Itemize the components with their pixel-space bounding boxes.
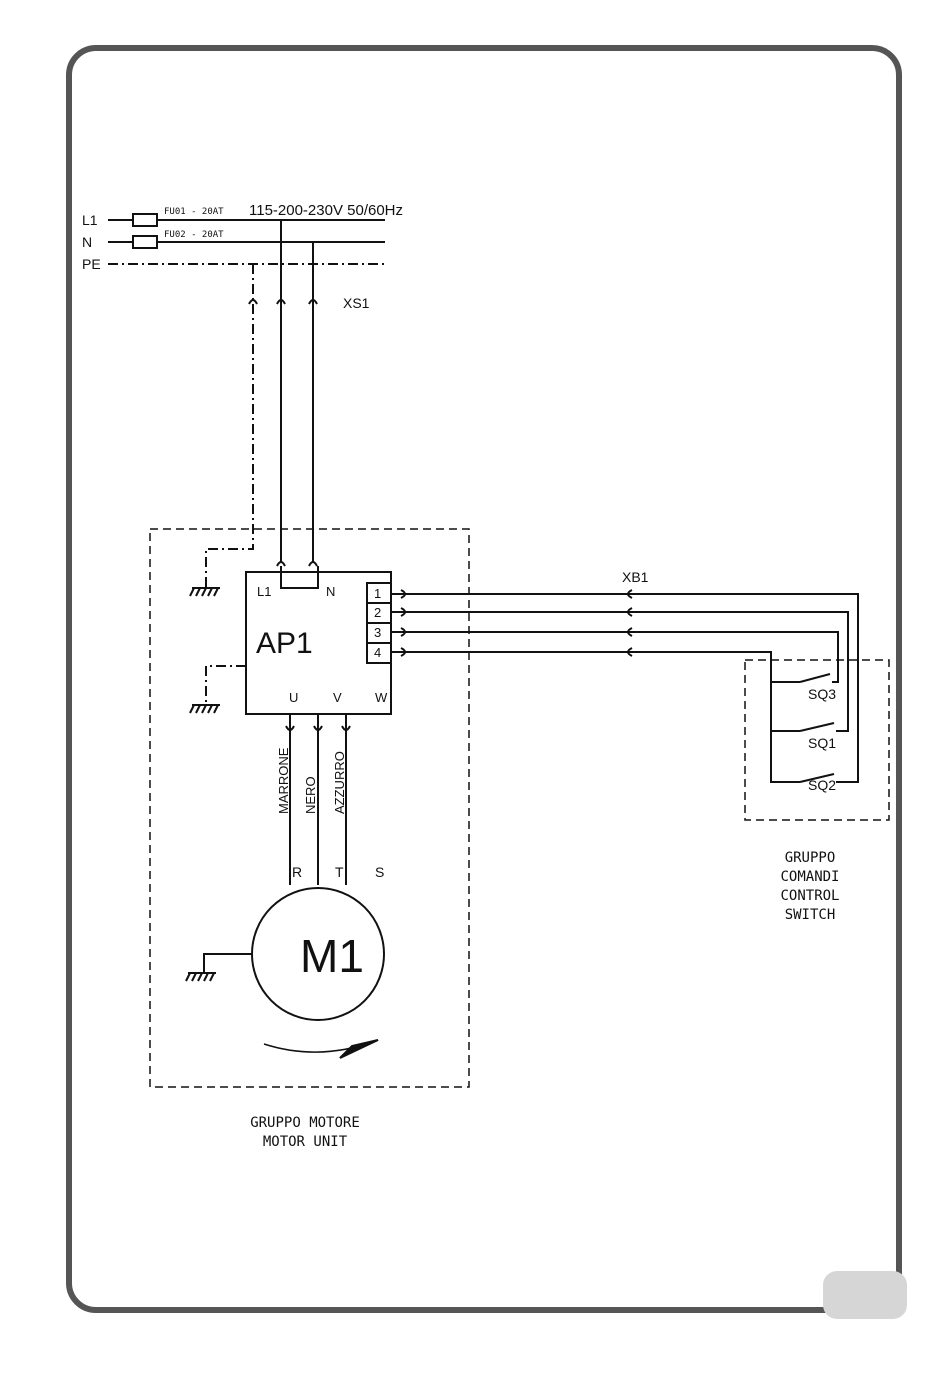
label-switch: SWITCH — [785, 907, 836, 923]
label-nero: NERO — [303, 776, 318, 814]
label-t: T — [335, 864, 344, 880]
earth-symbol-bottom — [186, 973, 216, 981]
ap1-contact-n — [309, 562, 317, 566]
label-w: W — [375, 690, 388, 705]
label-sq2: SQ2 — [808, 777, 836, 793]
wire-pe-ap1 — [206, 666, 246, 704]
label-gruppo-motore: GRUPPO MOTORE — [250, 1115, 360, 1131]
label-ap1-l1: L1 — [257, 584, 271, 599]
label-pe: PE — [82, 256, 101, 272]
ap1-contact-l1 — [277, 562, 285, 566]
label-control: CONTROL — [780, 888, 839, 904]
label-s: S — [375, 864, 384, 880]
label-fuse1: FU01 - 20AT — [164, 207, 224, 217]
fuse-fu01 — [133, 214, 157, 226]
label-azzurro: AZZURRO — [332, 751, 347, 814]
label-fuse2: FU02 - 20AT — [164, 230, 224, 240]
terminal-label-2: 2 — [374, 605, 381, 620]
label-m1: M1 — [300, 930, 364, 982]
label-xs1: XS1 — [343, 295, 370, 311]
terminal-label-4: 4 — [374, 645, 381, 660]
label-n: N — [82, 234, 92, 250]
label-ap1: AP1 — [256, 627, 313, 660]
wire-terminal-2 — [391, 612, 848, 731]
label-voltage: 115-200-230V 50/60Hz — [249, 202, 403, 219]
wire-terminal-1 — [391, 594, 858, 782]
label-u: U — [289, 690, 298, 705]
terminal-label-1: 1 — [374, 586, 381, 601]
label-xb1: XB1 — [622, 569, 649, 585]
wire-motor-earth — [204, 954, 252, 972]
wire-terminal-4 — [391, 652, 800, 782]
switch-sq1 — [800, 723, 834, 731]
switch-sq3 — [800, 674, 830, 682]
label-sq1: SQ1 — [808, 735, 836, 751]
label-marrone: MARRONE — [276, 747, 291, 814]
wire-pe-drop — [206, 264, 253, 587]
label-comandi: COMANDI — [780, 869, 839, 885]
terminal-label-3: 3 — [374, 625, 381, 640]
fuse-fu02 — [133, 236, 157, 248]
label-gruppo: GRUPPO — [785, 850, 836, 866]
xs1-contact-pe — [249, 300, 257, 304]
earth-symbol-mid — [190, 705, 220, 713]
earth-symbol-top — [190, 588, 220, 596]
label-motor-unit: MOTOR UNIT — [263, 1134, 348, 1150]
label-v: V — [333, 690, 342, 705]
label-ap1-n: N — [326, 584, 335, 599]
label-sq3: SQ3 — [808, 686, 836, 702]
label-l1: L1 — [82, 212, 98, 228]
label-r: R — [292, 864, 302, 880]
